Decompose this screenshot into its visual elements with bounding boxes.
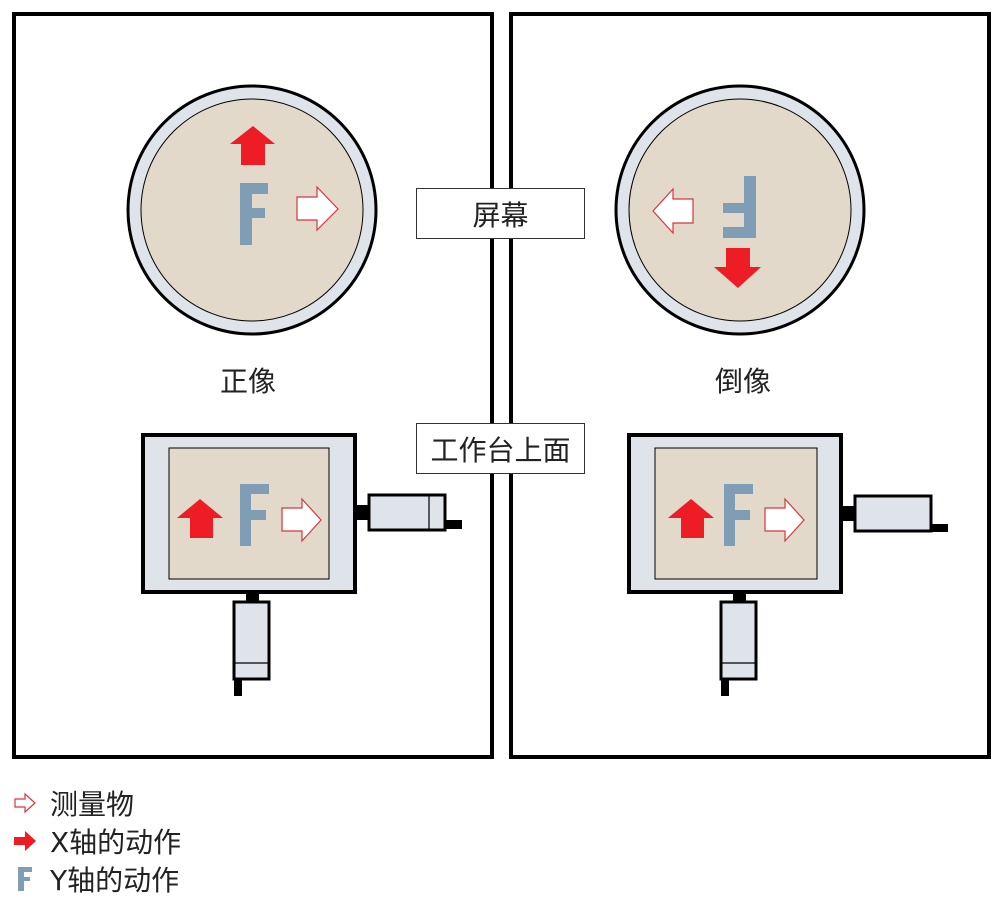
legend-text: X轴的动作 (50, 826, 182, 859)
y-axis-actuator (719, 592, 758, 696)
upright-stage-view (141, 433, 462, 696)
f-glyph-inverted-icon (723, 176, 756, 238)
f-glyph-icon (18, 867, 32, 891)
upright-caption: 正像 (219, 365, 276, 398)
inverted-caption: 倒像 (714, 365, 771, 398)
measured-object-arrow-icon (296, 185, 339, 232)
legend-text: 测量物 (50, 788, 135, 821)
x-axis-actuator (841, 494, 948, 533)
x-axis-motion-arrow-icon (177, 499, 223, 538)
upright-screen-view (126, 84, 378, 336)
x-axis-motion-arrow-icon (668, 499, 714, 538)
red-arrow-icon (14, 831, 36, 851)
x-axis-motion-arrow-icon (714, 248, 761, 288)
legend-item-x-axis: X轴的动作 (14, 821, 181, 861)
x-axis-motion-arrow-icon (230, 126, 275, 165)
y-axis-actuator (232, 592, 271, 696)
measured-object-arrow-icon (652, 187, 694, 235)
stage-top-label: 工作台上面 (416, 423, 585, 474)
f-glyph-icon (240, 183, 268, 245)
legend-item-measured-object: 测量物 (14, 783, 134, 823)
inverted-stage-view (627, 433, 948, 696)
stage-top-label-text: 工作台上面 (430, 433, 571, 467)
screen-label-text: 屏幕 (472, 198, 529, 232)
measured-object-arrow-icon (281, 497, 322, 543)
measured-object-arrow-icon (764, 497, 805, 543)
f-glyph-icon (240, 484, 269, 546)
legend-text: Y轴的动作 (50, 864, 180, 897)
inverted-screen-view (614, 84, 866, 336)
f-glyph-icon (724, 484, 753, 546)
legend-item-y-axis: Y轴的动作 (14, 859, 179, 899)
outline-arrow-icon (14, 792, 36, 814)
screen-label: 屏幕 (416, 188, 585, 239)
x-axis-actuator (355, 493, 462, 532)
